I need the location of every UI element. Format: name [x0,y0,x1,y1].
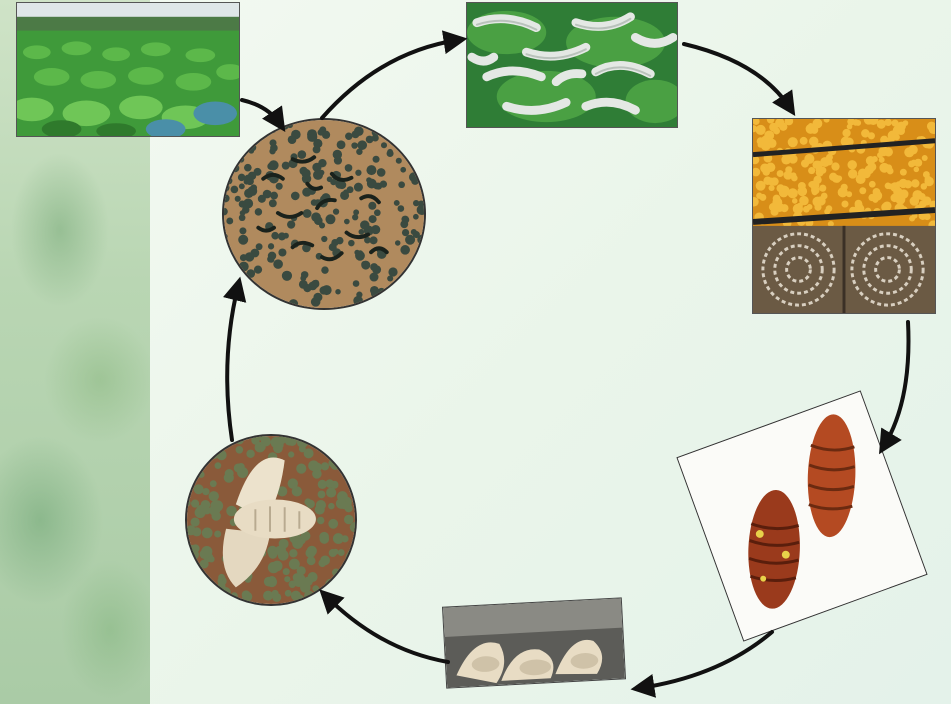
adult-moth-with-eggs-image [185,434,357,606]
silkworm-larvae-image [466,2,678,128]
arrow-cocoons-to-pupae [884,322,909,446]
arrow-pupae-to-moths [640,632,772,688]
arrow-eggs-to-larvae [322,40,458,118]
arrow-moths-to-adult [326,596,448,662]
arrow-field-to-eggs [242,100,280,124]
emerging-moths-image [442,597,626,688]
mulberry-field-image [16,2,240,137]
cocoons-image [752,118,936,314]
arrow-adult-to-eggs [227,286,238,440]
arrow-larvae-to-cocoons [684,44,790,108]
pupae-image [676,390,927,641]
eggs-hatching-image [222,118,426,310]
